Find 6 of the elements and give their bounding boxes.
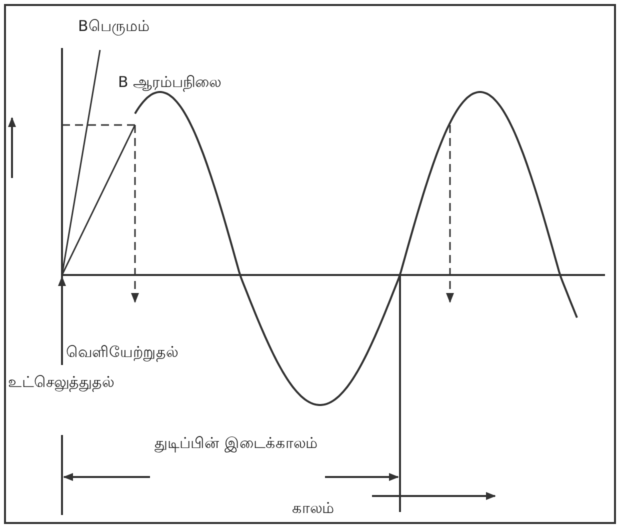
dimension-label: துடிப்பின் இடைக்காலம் [154, 433, 318, 454]
annotation-label: வெளியேற்றுதல் [66, 342, 178, 362]
curve-label: B ஆரம்பநிலை [118, 72, 222, 92]
axis-label: காலம் [292, 498, 334, 518]
curve-label: Bபெருமம் [78, 16, 150, 36]
annotation-label: உட்செலுத்துதல் [8, 372, 114, 392]
